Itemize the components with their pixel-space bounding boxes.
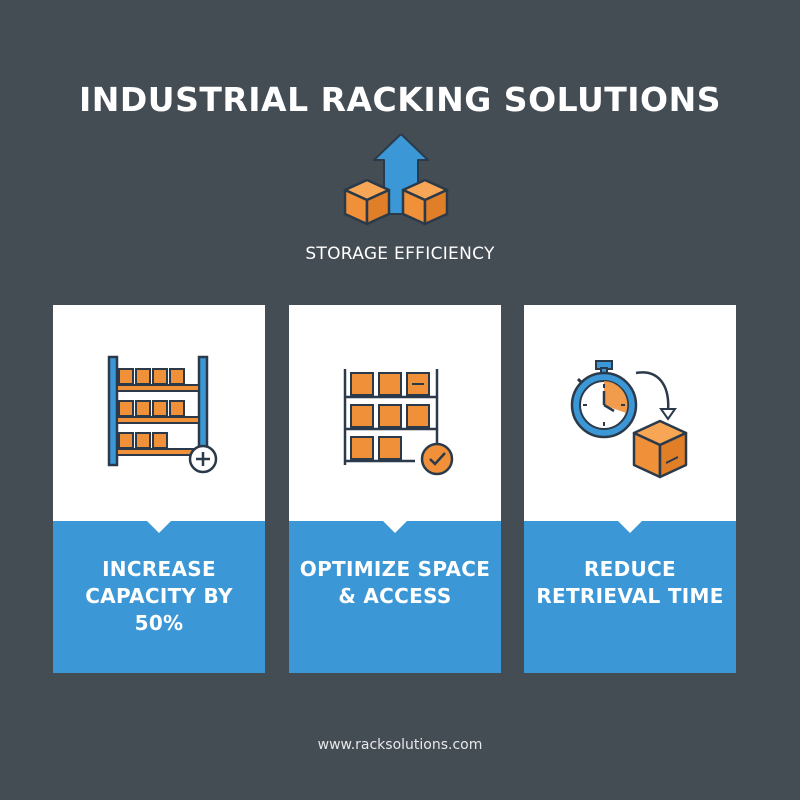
card-notch — [383, 521, 407, 533]
hero-subtitle: STORAGE EFFICIENCY — [305, 244, 495, 264]
card-increase-capacity: INCREASE CAPACITY BY 50% — [53, 305, 265, 673]
shelving-add-icon — [107, 355, 218, 474]
footer-url[interactable]: www.racksolutions.com — [317, 737, 483, 753]
card-label: INCREASE CAPACITY BY 50% — [85, 557, 233, 635]
card-notch — [147, 521, 171, 533]
card-optimize-space: OPTIMIZE SPACE & ACCESS — [289, 305, 501, 673]
card-notch — [618, 521, 642, 533]
card-reduce-retrieval: REDUCE RETRIEVAL TIME — [524, 305, 736, 673]
card-label: REDUCE RETRIEVAL TIME — [536, 557, 724, 608]
card-label: OPTIMIZE SPACE & ACCESS — [299, 557, 491, 608]
card-icon-area — [524, 305, 736, 521]
card-label-panel — [53, 521, 265, 673]
page-title: INDUSTRIAL RACKING SOLUTIONS — [78, 80, 721, 119]
stopwatch-box-icon — [570, 360, 688, 479]
card-label-panel — [289, 521, 501, 673]
shelving-check-icon — [343, 369, 454, 476]
boxes-with-up-arrow-icon — [343, 134, 449, 226]
card-icon-area — [289, 305, 501, 521]
card-label-panel — [524, 521, 736, 673]
card-icon-area — [53, 305, 265, 521]
